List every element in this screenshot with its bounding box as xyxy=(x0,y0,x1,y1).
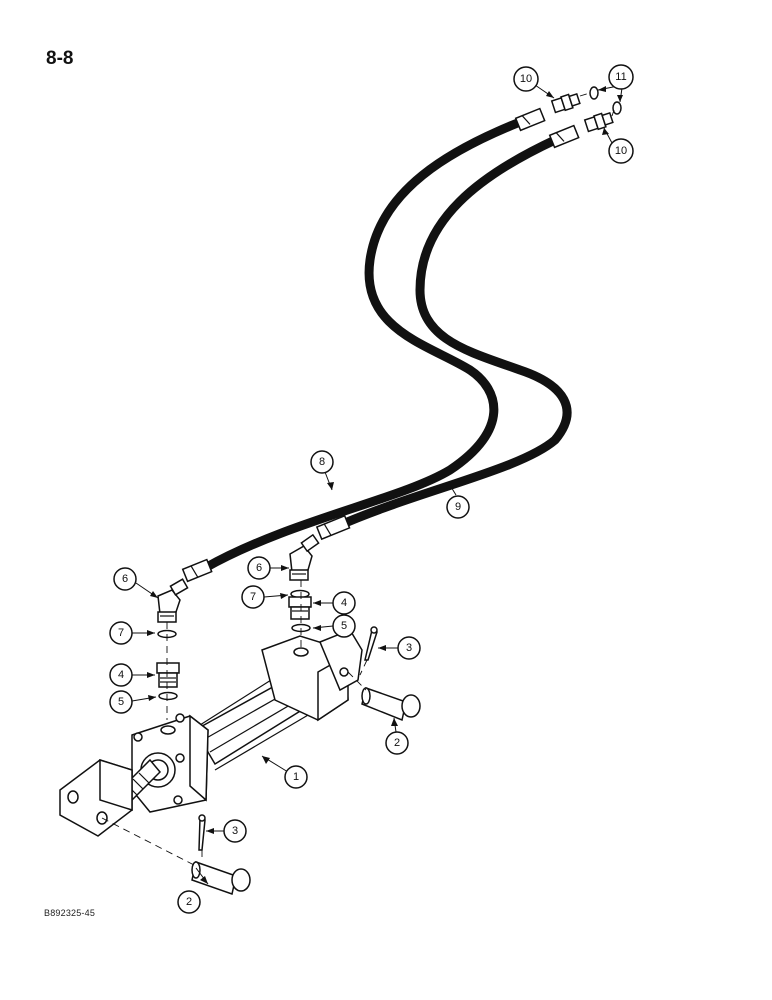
svg-text:4: 4 xyxy=(118,669,124,681)
svg-text:11: 11 xyxy=(615,71,626,83)
cotter-pin-3-upper xyxy=(364,626,378,661)
callout-8: 8 xyxy=(310,450,334,474)
hydraulic-cylinder xyxy=(59,629,363,837)
callout-10-lower: 10 xyxy=(608,138,634,164)
svg-text:5: 5 xyxy=(118,696,124,708)
hydraulic-hoses xyxy=(200,117,572,573)
callout-4-right: 4 xyxy=(332,591,356,615)
adapter-4-right xyxy=(288,596,312,620)
page-number: 8-8 xyxy=(46,48,74,69)
callout-10-top: 10 xyxy=(513,66,539,92)
adapter-4-left xyxy=(156,662,180,688)
callout-7-left: 7 xyxy=(109,621,133,645)
elbow-fitting-left xyxy=(157,578,189,623)
svg-text:6: 6 xyxy=(256,562,262,574)
svg-text:2: 2 xyxy=(394,737,400,749)
svg-text:6: 6 xyxy=(122,573,128,585)
callout-7-right: 7 xyxy=(241,585,265,609)
callouts: 1 2 2 3 3 4 4 xyxy=(109,64,634,914)
callout-4-left: 4 xyxy=(109,663,133,687)
callout-5-left: 5 xyxy=(109,690,133,714)
hose-9 xyxy=(333,135,572,531)
svg-text:10: 10 xyxy=(615,145,627,157)
callout-1: 1 xyxy=(284,765,308,789)
svg-text:7: 7 xyxy=(250,591,256,603)
svg-text:2: 2 xyxy=(186,896,192,908)
svg-text:5: 5 xyxy=(341,620,347,632)
hose-8 xyxy=(200,117,525,573)
elbow-fitting-right xyxy=(289,533,320,581)
pin-2-left xyxy=(191,861,251,895)
callout-11: 11 xyxy=(608,64,634,90)
callout-6-right: 6 xyxy=(247,556,271,580)
o-ring-5-left xyxy=(158,691,178,701)
callout-5-right: 5 xyxy=(332,614,356,638)
svg-text:7: 7 xyxy=(118,627,124,639)
hose-end-fittings-bottom xyxy=(181,514,351,583)
hose-end-fittings-top xyxy=(514,107,580,149)
svg-text:10: 10 xyxy=(520,73,532,85)
svg-text:3: 3 xyxy=(232,825,238,837)
svg-text:4: 4 xyxy=(341,597,347,609)
callout-3-lower: 3 xyxy=(223,819,247,843)
top-adapters xyxy=(550,86,622,133)
pin-2-right xyxy=(361,687,421,722)
svg-text:1: 1 xyxy=(293,771,299,783)
callout-3-upper: 3 xyxy=(397,636,421,660)
callout-9: 9 xyxy=(446,495,470,519)
cotter-pin-3-lower xyxy=(198,814,206,851)
svg-text:8: 8 xyxy=(319,456,325,468)
assembly-lines xyxy=(101,92,615,867)
svg-text:3: 3 xyxy=(406,642,412,654)
leader-arrowheads xyxy=(147,86,623,884)
figure-code: B892325-45 xyxy=(44,908,96,918)
svg-text:9: 9 xyxy=(455,501,461,513)
callout-2-left: 2 xyxy=(177,890,201,914)
callout-2-right: 2 xyxy=(385,731,409,755)
callout-6-left: 6 xyxy=(113,567,137,591)
